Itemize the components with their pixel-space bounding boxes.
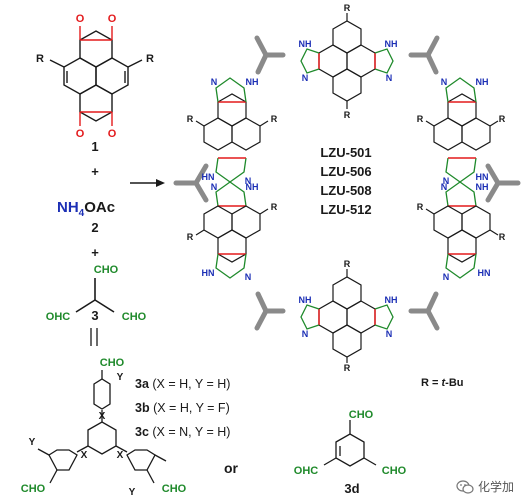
or-label: or bbox=[224, 460, 239, 476]
pyrene-imidazole-unit-upper-left: N NH R R HN N bbox=[187, 77, 278, 186]
framework-name: LZU-508 bbox=[320, 183, 371, 198]
aldehyde-label: CHO bbox=[349, 409, 374, 421]
watermark-text: 化学加 bbox=[477, 480, 514, 494]
pyrene-imidazole-unit-upper-right: N NH R R N HN bbox=[417, 77, 506, 186]
compound-3-number: 3 bbox=[91, 308, 98, 323]
y-atom-label: Y bbox=[117, 372, 124, 383]
variant-3c: 3c (X = N, Y = H) bbox=[135, 425, 230, 439]
imidazole-nh-label: NH bbox=[476, 77, 489, 87]
aldehyde-label: CHO bbox=[94, 264, 119, 276]
framework-name-list: LZU-501 LZU-506 LZU-508 LZU-512 bbox=[320, 145, 371, 217]
substituent-r-label: R bbox=[271, 202, 278, 212]
equivalence-sign bbox=[90, 328, 98, 346]
oxygen-label: O bbox=[108, 13, 117, 25]
aldehyde-label: CHO bbox=[100, 357, 125, 369]
aldehyde-label: OHC bbox=[46, 311, 71, 323]
cof-framework-linkers bbox=[173, 35, 521, 331]
imidazole-n-label: N bbox=[211, 182, 218, 192]
imidazole-nh-label: NH bbox=[476, 182, 489, 192]
substituent-r-label: R bbox=[187, 232, 194, 242]
compound-3abc-structure bbox=[37, 370, 167, 484]
compound-3-trialdehyde bbox=[75, 278, 115, 313]
imidazole-n-label: N bbox=[441, 77, 448, 87]
wechat-icon bbox=[456, 479, 474, 494]
aldehyde-label: CHO bbox=[122, 311, 147, 323]
substituent-r-label: R bbox=[36, 53, 44, 65]
substituent-r-label: R bbox=[499, 114, 506, 124]
plus-sign: + bbox=[91, 245, 99, 260]
imidazole-nh-label: NH bbox=[385, 295, 398, 305]
imidazole-hn-label: HN bbox=[202, 172, 215, 182]
x-atom-label: X bbox=[117, 450, 124, 461]
variant-3a: 3a (X = H, Y = H) bbox=[135, 377, 230, 391]
framework-name: LZU-501 bbox=[320, 145, 371, 160]
imidazole-nh-label: NH bbox=[246, 77, 259, 87]
y-atom-label: Y bbox=[129, 487, 136, 498]
compound-3d-number: 3d bbox=[344, 481, 359, 496]
substituent-definition: R = t-Bu bbox=[421, 377, 463, 389]
aldehyde-label: OHC bbox=[294, 465, 319, 477]
oxygen-label: O bbox=[108, 128, 117, 140]
substituent-r-label: R bbox=[344, 363, 351, 373]
reaction-arrow bbox=[130, 179, 165, 187]
imidazole-nh-label: NH bbox=[299, 295, 312, 305]
watermark: 化学加 bbox=[456, 478, 514, 495]
substituent-r-label: R bbox=[417, 202, 424, 212]
aldehyde-label: CHO bbox=[382, 465, 407, 477]
imidazole-nh-label: NH bbox=[385, 39, 398, 49]
oxygen-label: O bbox=[76, 13, 85, 25]
imidazole-nh-label: NH bbox=[246, 182, 259, 192]
substituent-r-label: R bbox=[344, 3, 351, 13]
imidazole-hn-label: HN bbox=[476, 172, 489, 182]
imidazole-n-label: N bbox=[211, 77, 218, 87]
y-atom-label: Y bbox=[29, 437, 36, 448]
pyrene-imidazole-unit-top: NH N NH N R R bbox=[299, 3, 398, 120]
pyrene-imidazole-unit-lower-left: N NH HN N R R bbox=[187, 181, 278, 282]
compound-1-dione-red bbox=[79, 26, 113, 126]
imidazole-n-label: N bbox=[302, 329, 309, 339]
imidazole-n-label: N bbox=[245, 272, 252, 282]
aldehyde-label: CHO bbox=[21, 483, 46, 495]
substituent-r-label: R bbox=[344, 110, 351, 120]
x-atom-label: X bbox=[99, 411, 106, 422]
imidazole-hn-label: HN bbox=[478, 268, 491, 278]
imidazole-n-label: N bbox=[443, 176, 450, 186]
framework-name: LZU-506 bbox=[320, 164, 371, 179]
compound-2-formula: NH4OAc bbox=[57, 199, 115, 219]
imidazole-n-label: N bbox=[302, 73, 309, 83]
pyrene-imidazole-unit-lower-right: N NH N HN R R bbox=[417, 181, 506, 282]
x-atom-label: X bbox=[81, 450, 88, 461]
plus-sign: + bbox=[91, 164, 99, 179]
imidazole-hn-label: HN bbox=[202, 268, 215, 278]
imidazole-n-label: N bbox=[245, 176, 252, 186]
substituent-r-label: R bbox=[146, 53, 154, 65]
substituent-r-label: R bbox=[271, 114, 278, 124]
aldehyde-label: CHO bbox=[162, 483, 187, 495]
compound-1-pyrene-tetraone bbox=[49, 30, 143, 122]
compound-2-number: 2 bbox=[91, 220, 98, 235]
substituent-r-label: R bbox=[187, 114, 194, 124]
imidazole-n-label: N bbox=[386, 73, 393, 83]
oxygen-label: O bbox=[76, 128, 85, 140]
substituent-r-label: R bbox=[499, 232, 506, 242]
compound-3d-structure bbox=[323, 420, 377, 467]
substituent-r-label: R bbox=[417, 114, 424, 124]
pyrene-imidazole-unit-bottom: NH N NH N R R bbox=[299, 259, 398, 373]
imidazole-nh-label: NH bbox=[299, 39, 312, 49]
imidazole-n-label: N bbox=[443, 272, 450, 282]
imidazole-n-label: N bbox=[386, 329, 393, 339]
imidazole-n-label: N bbox=[441, 182, 448, 192]
framework-name: LZU-512 bbox=[320, 202, 371, 217]
substituent-r-label: R bbox=[344, 259, 351, 269]
variant-3b: 3b (X = H, Y = F) bbox=[135, 401, 230, 415]
compound-1-number: 1 bbox=[91, 139, 98, 154]
